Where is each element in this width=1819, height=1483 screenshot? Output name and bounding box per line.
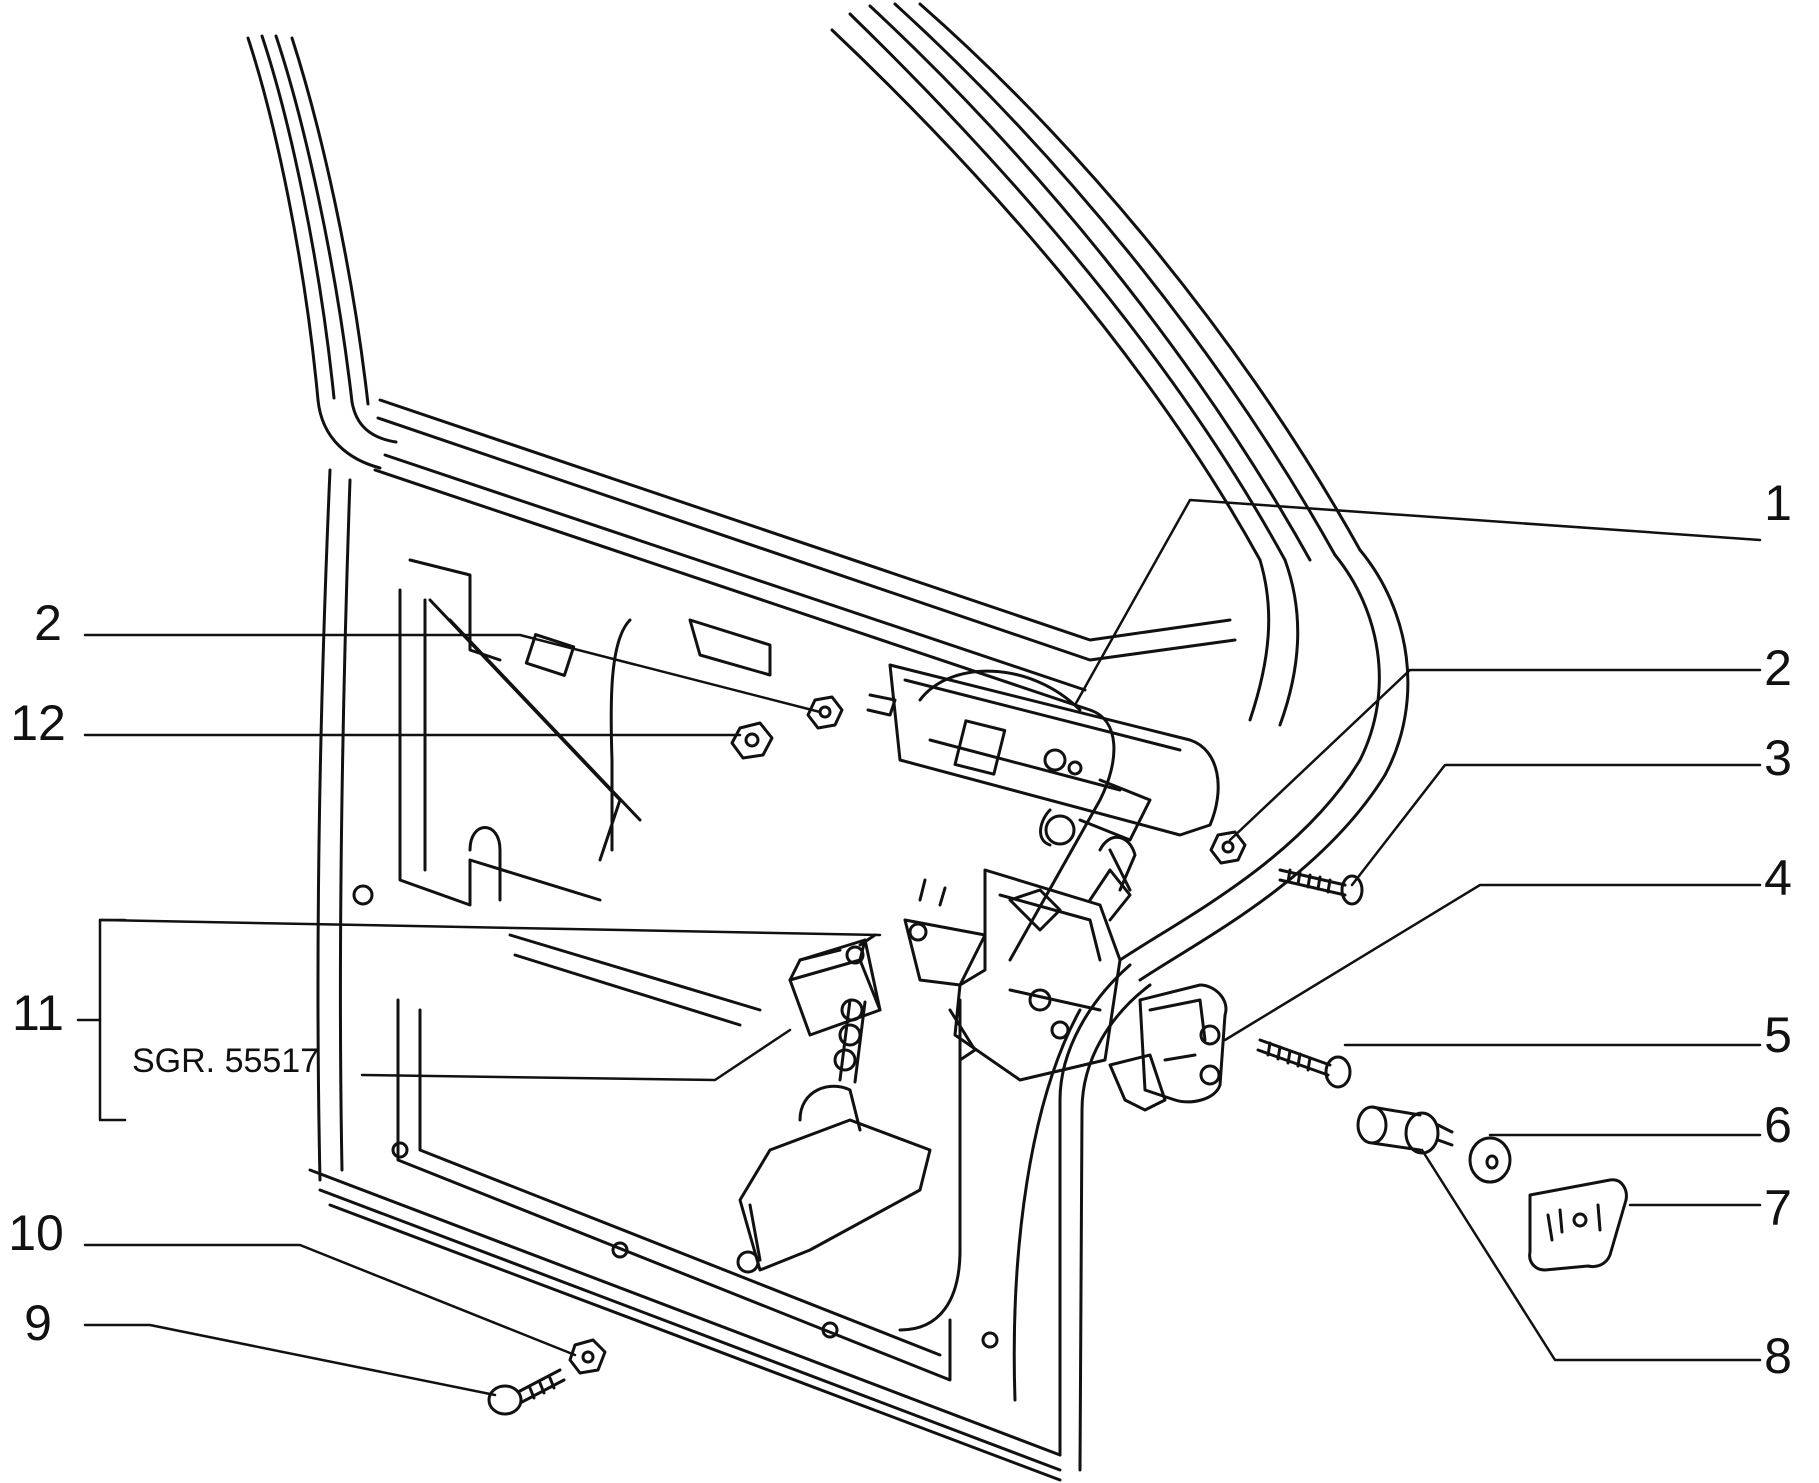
plate-part-7	[1528, 1178, 1628, 1272]
bracket-11	[98, 918, 127, 1122]
leader-8	[1420, 1148, 1762, 1362]
nut-part-2-upper	[806, 695, 844, 730]
nut-part-10	[568, 1338, 607, 1375]
microswitch	[788, 933, 882, 1037]
window-regulator	[736, 998, 932, 1274]
leader-2-right	[1228, 668, 1762, 842]
callout-label: 9	[24, 1295, 52, 1351]
lock-mechanism	[903, 836, 1137, 1082]
door-handle	[866, 663, 1220, 847]
nut-part-2-right	[1209, 830, 1247, 865]
part-note-sgr: SGR. 55517	[132, 1042, 319, 1080]
callout-label: 6	[1764, 1097, 1792, 1153]
leader-1	[1073, 498, 1762, 707]
leader-4	[1223, 883, 1762, 1042]
inner-panel-openings	[352, 558, 999, 1382]
nut-part-12	[730, 721, 774, 760]
leader-lines	[76, 498, 1762, 1397]
screw-part-9	[487, 1368, 566, 1416]
screw-part-5	[1256, 1038, 1352, 1089]
leader-10	[83, 1243, 577, 1357]
callout-label: 7	[1764, 1180, 1792, 1236]
callout-label: 11	[12, 985, 64, 1041]
callout-label: 2	[1764, 640, 1792, 696]
striker-plate	[1108, 983, 1228, 1112]
leader-3	[1350, 763, 1762, 887]
callout-label: 12	[10, 695, 66, 751]
leader-11-lock	[98, 918, 882, 937]
screw-part-3	[1278, 868, 1364, 906]
callout-label: 5	[1764, 1007, 1792, 1063]
washer-part-6	[1468, 1136, 1512, 1184]
callout-label: 1	[1764, 475, 1792, 531]
door-frame	[246, 2, 1410, 1482]
callout-label: 3	[1764, 730, 1792, 786]
leader-sgr	[360, 1028, 792, 1082]
callout-label: 10	[8, 1205, 64, 1261]
bolt-part-8	[1356, 1105, 1454, 1155]
leader-9	[83, 1323, 497, 1397]
callout-label: 4	[1764, 850, 1792, 906]
leader-2-left	[83, 633, 822, 714]
callout-label: 2	[34, 595, 62, 651]
callout-label: 8	[1764, 1328, 1792, 1384]
